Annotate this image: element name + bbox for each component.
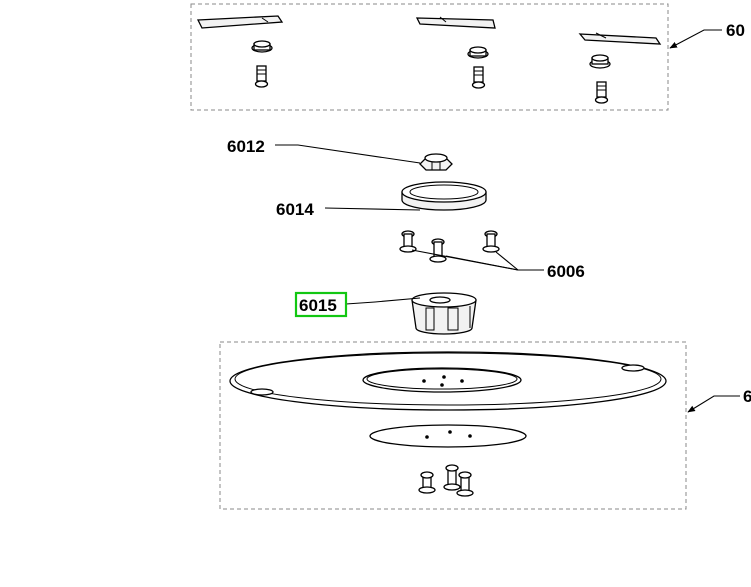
callout-hub: 6015 [299,296,337,315]
callout-screws: 6006 [547,262,585,281]
callout-nut: 6012 [227,137,265,156]
screw-a [399,230,417,253]
blade-1 [196,15,284,88]
blade-kit-group: 60 [190,3,745,111]
screw-c [482,230,500,253]
bearing-leader [324,207,421,211]
callout-blade-kit: 60 [726,21,745,40]
bearing-part [401,181,487,211]
lower-screws [418,464,474,497]
nut-part [419,153,453,171]
disc-kit-group: 6 [219,341,751,510]
blade-2 [415,16,496,89]
hub-callout-highlight [294,291,348,318]
disc-kit-leader [687,395,740,413]
lower-screw-c [456,471,474,497]
blade-3 [578,32,662,104]
hub-leader [345,297,421,305]
screws-leader-3 [495,251,544,271]
screw-b [429,238,447,263]
screws-6006 [399,230,500,263]
cutting-disc [229,351,667,411]
callout-disc-kit: 6 [743,387,751,406]
hub-part [411,292,477,335]
lower-screw-b [443,464,461,491]
screws-leader-2 [445,255,519,271]
backing-plate [369,424,527,448]
callout-bearing: 6014 [276,200,314,219]
blade-kit-leader [669,29,722,49]
lower-screw-a [418,471,436,494]
disc-kit-dashed-box [219,341,687,510]
blade-kit-dashed-box [190,3,669,111]
nut-leader [275,144,421,164]
